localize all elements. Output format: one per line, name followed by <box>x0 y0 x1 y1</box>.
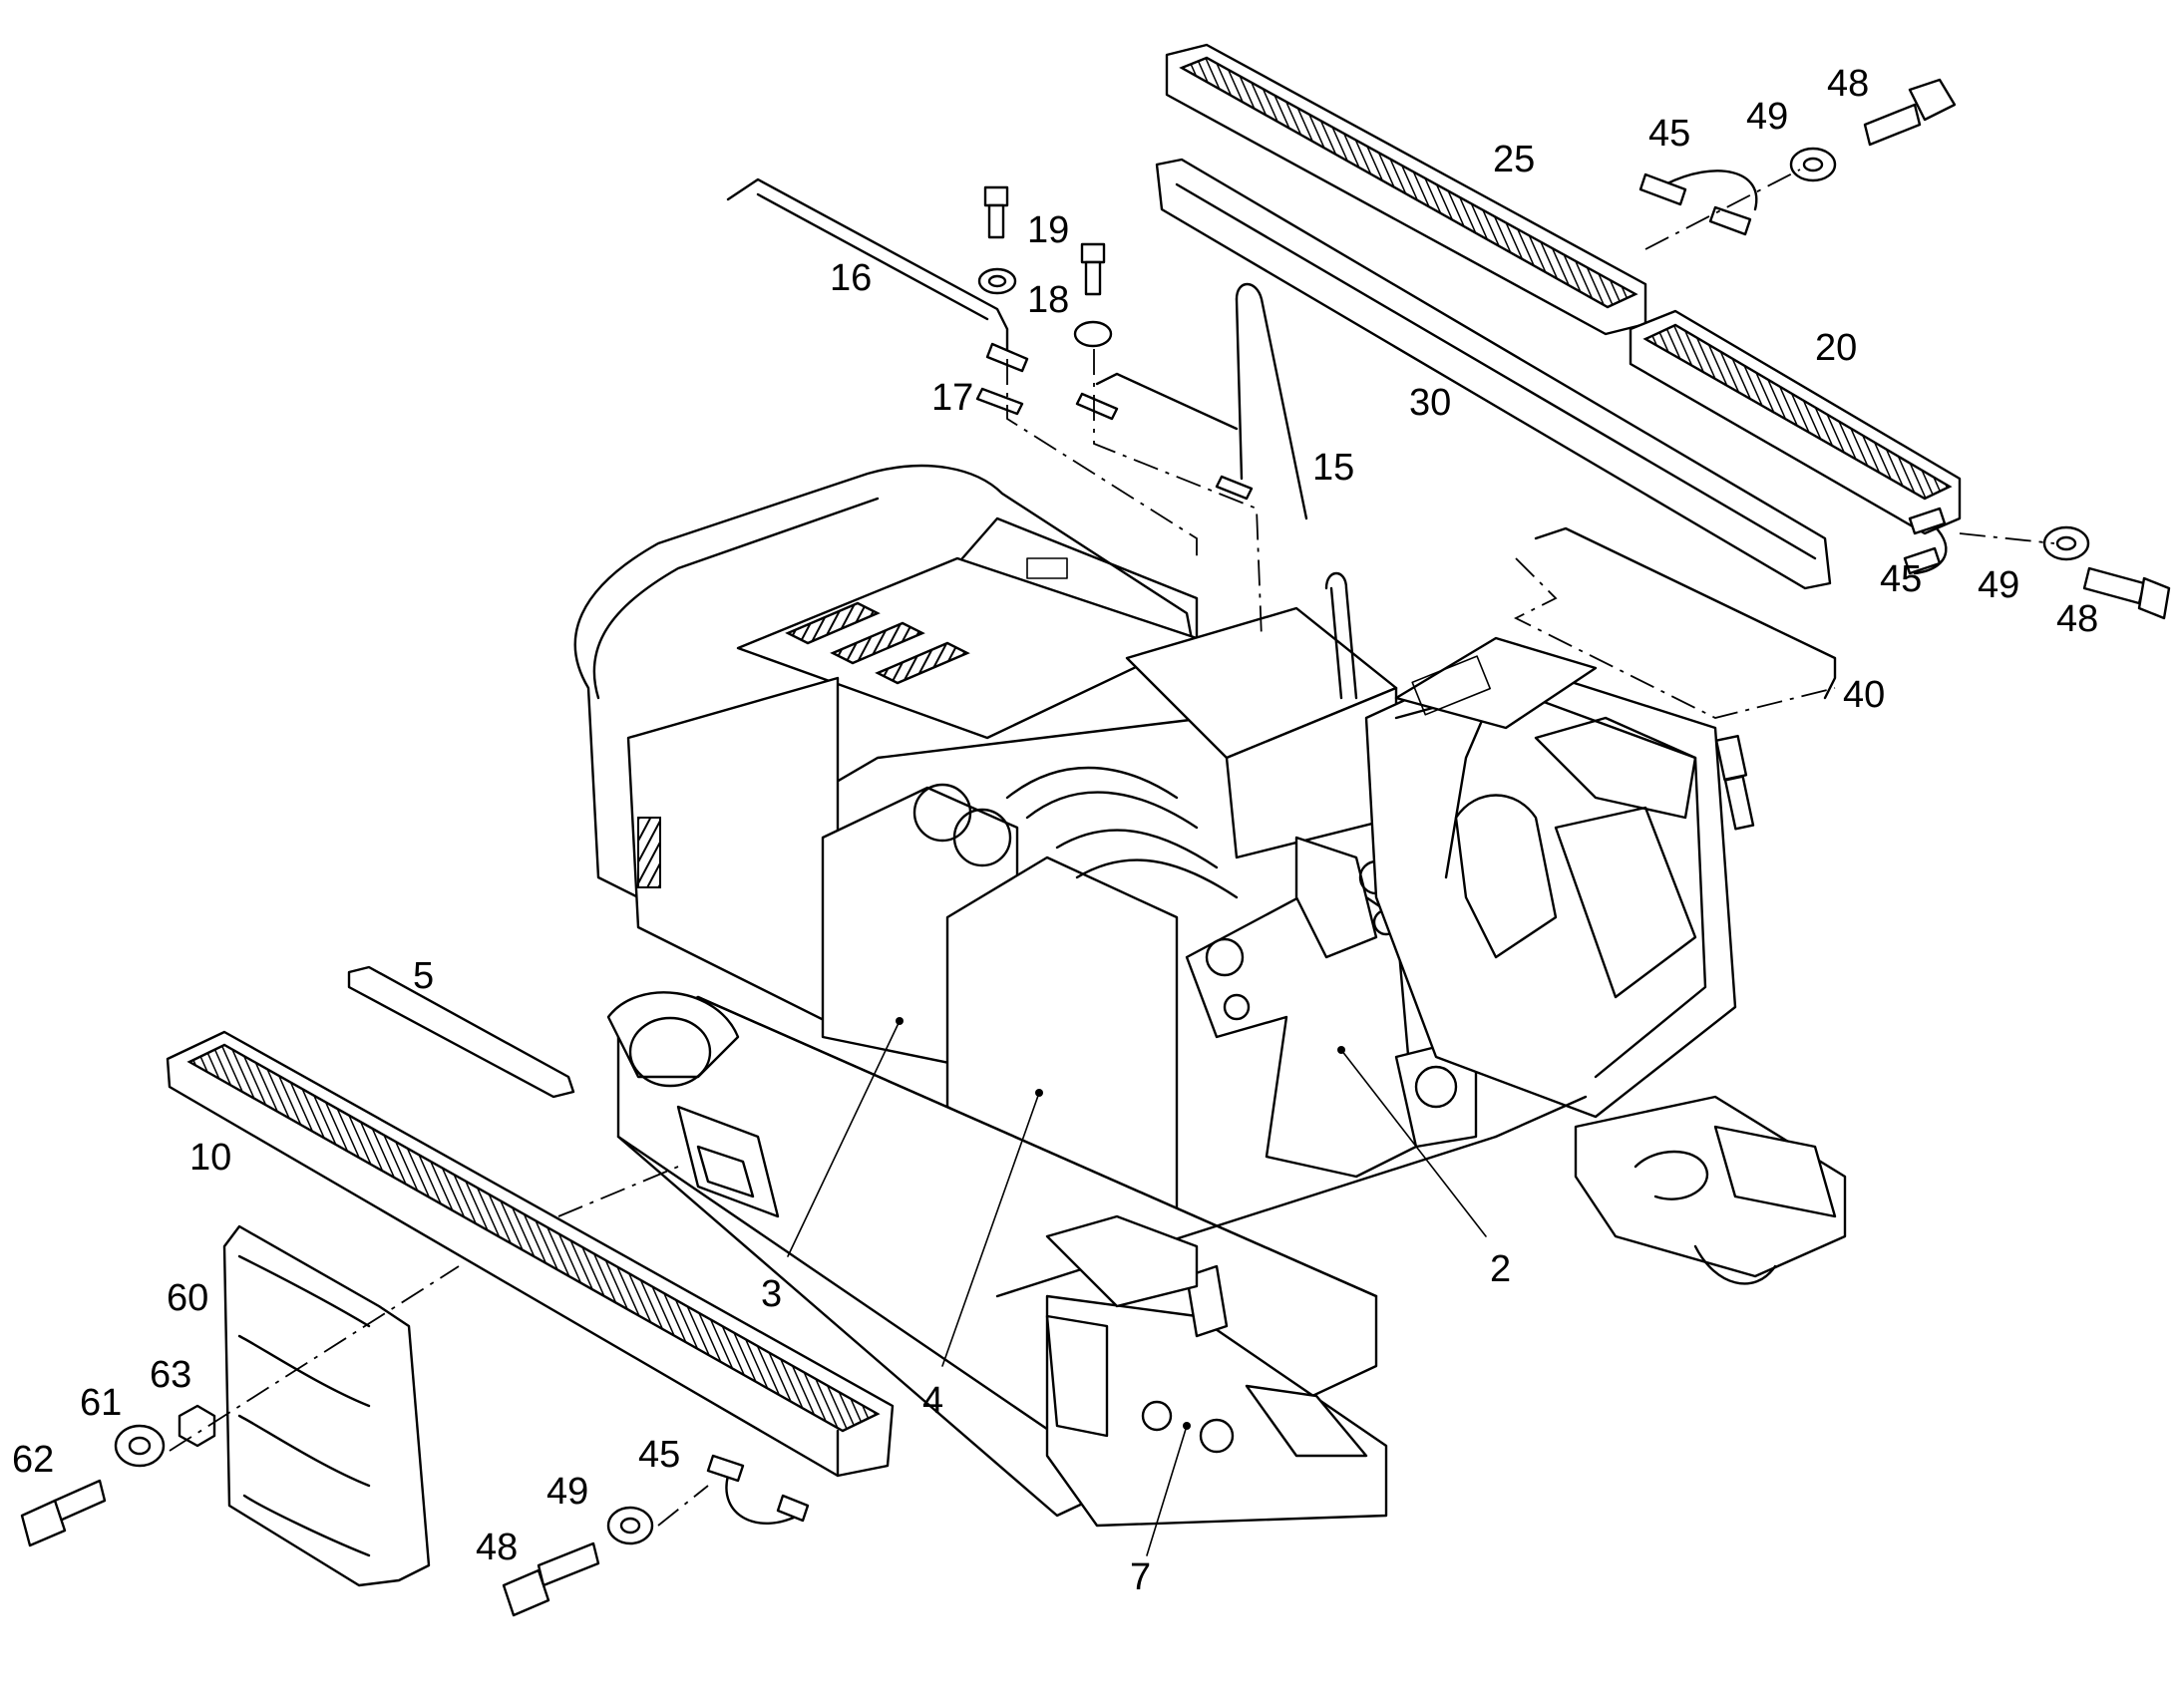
leader-lines <box>787 1020 1487 1556</box>
callout-20: 20 <box>1815 327 1858 369</box>
part-60-bracket <box>222 1224 431 1587</box>
callout-48-bottom: 48 <box>476 1527 519 1568</box>
callout-49-right: 49 <box>1978 564 2020 606</box>
callout-62: 62 <box>12 1439 55 1481</box>
part-30-rail <box>1155 158 1832 590</box>
callout-49-top: 49 <box>1746 96 1789 138</box>
part-20-step <box>1629 309 1962 535</box>
callout-10: 10 <box>189 1137 232 1179</box>
callout-60: 60 <box>167 1277 209 1319</box>
operator-cab <box>1364 636 1755 1119</box>
callout-49-bottom: 49 <box>546 1471 589 1513</box>
track-frame <box>606 991 1847 1528</box>
callout-61: 61 <box>80 1382 123 1424</box>
callout-48-right: 48 <box>2056 598 2099 640</box>
assembly-lines <box>169 169 2055 1527</box>
callout-40: 40 <box>1843 674 1886 716</box>
callout-25: 25 <box>1493 139 1536 180</box>
part-10-step <box>166 1030 895 1478</box>
callout-30: 30 <box>1409 382 1452 424</box>
callout-7: 7 <box>1130 1556 1152 1598</box>
part-5-plate <box>347 965 575 1099</box>
callout-15: 15 <box>1312 447 1355 489</box>
callout-4: 4 <box>922 1380 944 1422</box>
part-25-step <box>1165 43 1647 336</box>
callout-18: 18 <box>1027 279 1070 321</box>
callout-45-top: 45 <box>1648 113 1691 155</box>
handrails <box>726 177 1837 700</box>
callout-2: 2 <box>1490 1248 1512 1290</box>
callout-16: 16 <box>830 257 873 299</box>
callout-63: 63 <box>150 1354 192 1396</box>
callout-5: 5 <box>413 955 435 997</box>
callout-45-bottom: 45 <box>638 1434 681 1476</box>
callout-19: 19 <box>1027 209 1070 251</box>
callout-3: 3 <box>761 1273 783 1315</box>
callout-48-top: 48 <box>1827 63 1870 105</box>
fasteners <box>20 78 2171 1617</box>
callout-17: 17 <box>931 377 974 419</box>
callout-45-right: 45 <box>1880 558 1923 600</box>
